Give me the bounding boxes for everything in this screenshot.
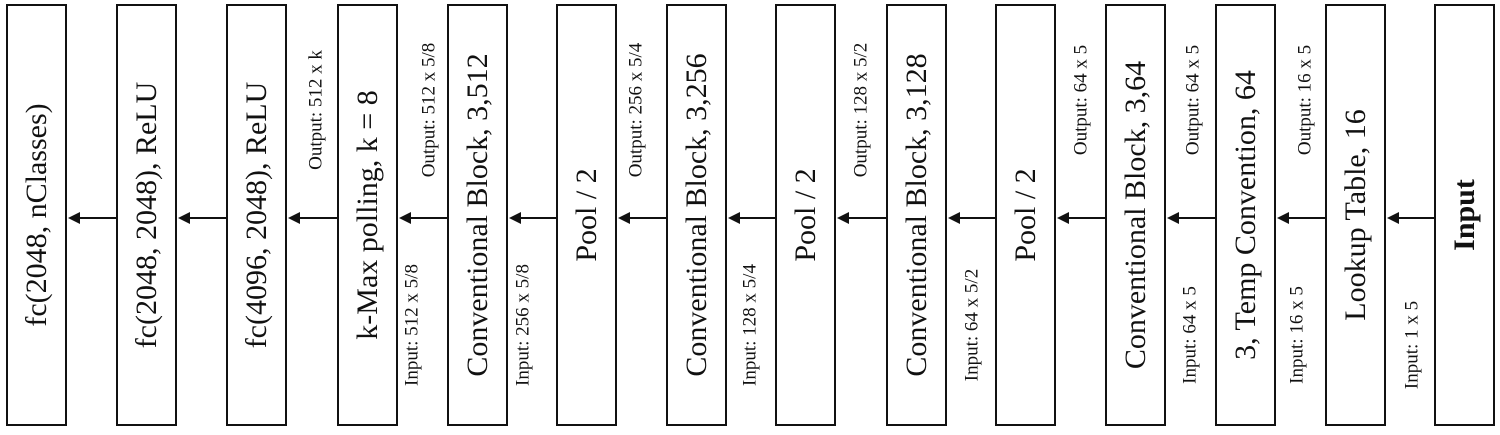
layer-block: k-Max polling, k = 8 — [337, 4, 398, 426]
output-shape-label: Output: 512 x 5/8 — [418, 42, 440, 178]
layer-block: fc(4096, 2048), ReLU — [226, 4, 287, 426]
flow-arrow — [178, 212, 226, 224]
flow-arrow — [728, 212, 775, 224]
layer-block: Pool / 2 — [556, 4, 617, 426]
layer-label: Conventional Block, 3,512 — [460, 53, 494, 377]
layer-block: Conventional Block, 3,512 — [447, 4, 508, 426]
layer-label: Pool / 2 — [1008, 168, 1042, 262]
output-shape-label: Output: 128 x 5/2 — [850, 42, 872, 178]
flow-arrow — [1167, 212, 1215, 224]
flow-arrow — [68, 212, 116, 224]
flow-arrow — [509, 212, 556, 224]
input-shape-label: Input: 64 x 5 — [1179, 286, 1201, 384]
input-shape-label: Input: 64 x 5/2 — [961, 268, 983, 382]
input-shape-label: Input: 128 x 5/4 — [739, 264, 761, 386]
input-shape-label: Input: 512 x 5/8 — [401, 264, 423, 386]
layer-label: Input — [1447, 179, 1481, 251]
layer-block: 3, Temp Convention, 64 — [1215, 4, 1276, 426]
input-shape-label: Input: 1 x 5 — [1401, 300, 1423, 390]
layer-block: Lookup Table, 16 — [1325, 4, 1386, 426]
layer-label: 3, Temp Convention, 64 — [1228, 70, 1262, 360]
layer-block: Conventional Block, 3,64 — [1105, 4, 1166, 426]
layer-label: fc(4096, 2048), ReLU — [239, 81, 273, 349]
layer-label: Conventional Block, 3,64 — [1118, 60, 1152, 370]
layer-block: fc(2048, 2048), ReLU — [116, 4, 177, 426]
input-shape-label: Input: 16 x 5 — [1286, 286, 1308, 384]
layer-label: Lookup Table, 16 — [1338, 109, 1372, 321]
layer-block: Pool / 2 — [775, 4, 836, 426]
layer-label: fc(2048, nClasses) — [19, 103, 53, 327]
flow-arrow — [618, 212, 666, 224]
flow-arrow — [837, 212, 886, 224]
flow-arrow — [288, 212, 337, 224]
layer-block: fc(2048, nClasses) — [6, 4, 67, 426]
layer-block: Input — [1434, 4, 1495, 426]
flow-arrow — [399, 212, 447, 224]
flow-arrow — [1387, 212, 1434, 224]
layer-label: Pool / 2 — [569, 168, 603, 262]
layer-label: Conventional Block, 3,128 — [899, 53, 933, 377]
input-shape-label: Input: 256 x 5/8 — [512, 264, 534, 386]
output-shape-label: Output: 256 x 5/4 — [625, 42, 647, 178]
layer-label: fc(2048, 2048), ReLU — [129, 81, 163, 349]
output-shape-label: Output: 64 x 5 — [1182, 44, 1204, 156]
output-shape-label: Output: 64 x 5 — [1070, 44, 1092, 156]
flow-arrow — [1057, 212, 1105, 224]
output-shape-label: Output: 16 x 5 — [1294, 44, 1316, 156]
layer-block: Conventional Block, 3,256 — [666, 4, 727, 426]
flow-arrow — [1277, 212, 1325, 224]
output-shape-label: Output: 512 x k — [305, 50, 327, 170]
flow-arrow — [948, 212, 995, 224]
layer-label: k-Max polling, k = 8 — [350, 90, 384, 340]
layer-block: Conventional Block, 3,128 — [886, 4, 947, 426]
layer-block: Pool / 2 — [995, 4, 1056, 426]
layer-label: Conventional Block, 3,256 — [679, 53, 713, 377]
layer-label: Pool / 2 — [788, 168, 822, 262]
